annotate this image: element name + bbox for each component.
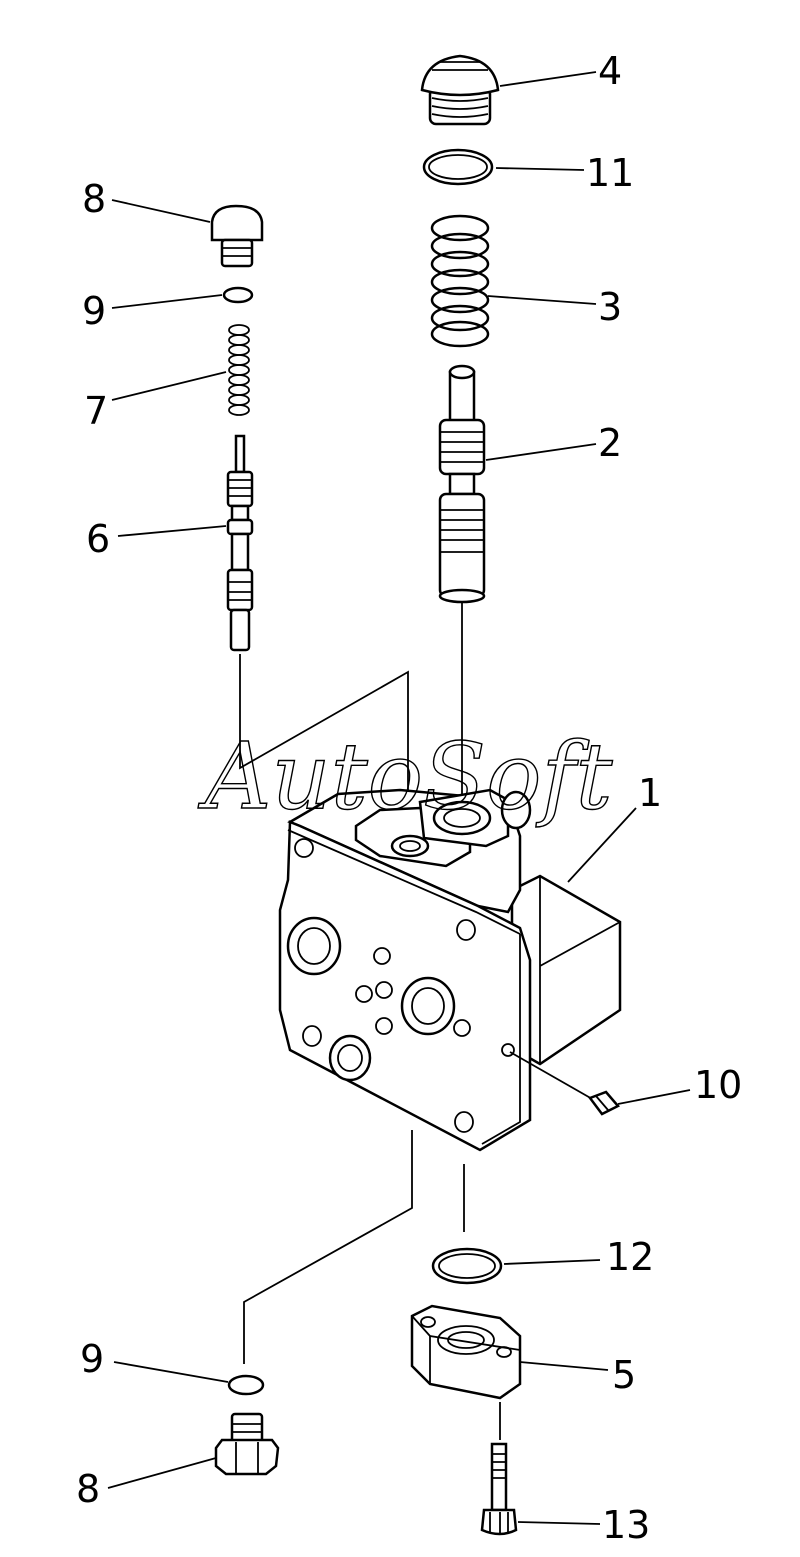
part-6-poppet <box>226 434 254 652</box>
callout-labels: 4 11 3 2 8 9 7 6 1 10 12 5 9 8 13 <box>76 49 742 1547</box>
part-4-plug <box>420 54 500 126</box>
callout-8-bottom: 8 <box>76 1467 100 1511</box>
callout-9-top: 9 <box>82 289 106 333</box>
callout-2: 2 <box>598 421 622 465</box>
part-10-set-screw <box>509 1051 620 1116</box>
callout-10: 10 <box>694 1063 742 1107</box>
callout-5: 5 <box>612 1353 636 1397</box>
callout-6: 6 <box>86 517 110 561</box>
part-9-bottom-o-ring <box>227 1374 265 1396</box>
callout-3: 3 <box>598 285 622 329</box>
callout-12: 12 <box>606 1235 654 1279</box>
part-11-o-ring <box>422 148 494 186</box>
part-12-o-ring <box>431 1247 503 1285</box>
callout-9-bottom: 9 <box>80 1337 104 1381</box>
leader-lines <box>107 71 691 1525</box>
watermark-text: AutoSoft <box>197 723 614 830</box>
callout-4: 4 <box>598 49 622 93</box>
callout-11: 11 <box>586 151 634 195</box>
part-8-top-plug <box>210 204 264 268</box>
part-3-spring <box>430 214 490 348</box>
callout-13: 13 <box>602 1503 650 1547</box>
assembly-line-left <box>239 654 409 834</box>
part-13-bolt <box>480 1442 518 1536</box>
callout-1: 1 <box>638 771 662 815</box>
callout-7: 7 <box>84 389 108 433</box>
part-1-valve-body <box>278 788 622 1152</box>
assembly-line-bottom-left <box>243 1130 413 1364</box>
callout-8-top: 8 <box>82 177 106 221</box>
part-7-spring <box>228 324 250 416</box>
part-2-spool <box>438 364 486 604</box>
part-9-top-o-ring <box>222 286 254 304</box>
part-5-flange <box>410 1304 522 1400</box>
part-8-bottom-plug <box>214 1412 280 1476</box>
